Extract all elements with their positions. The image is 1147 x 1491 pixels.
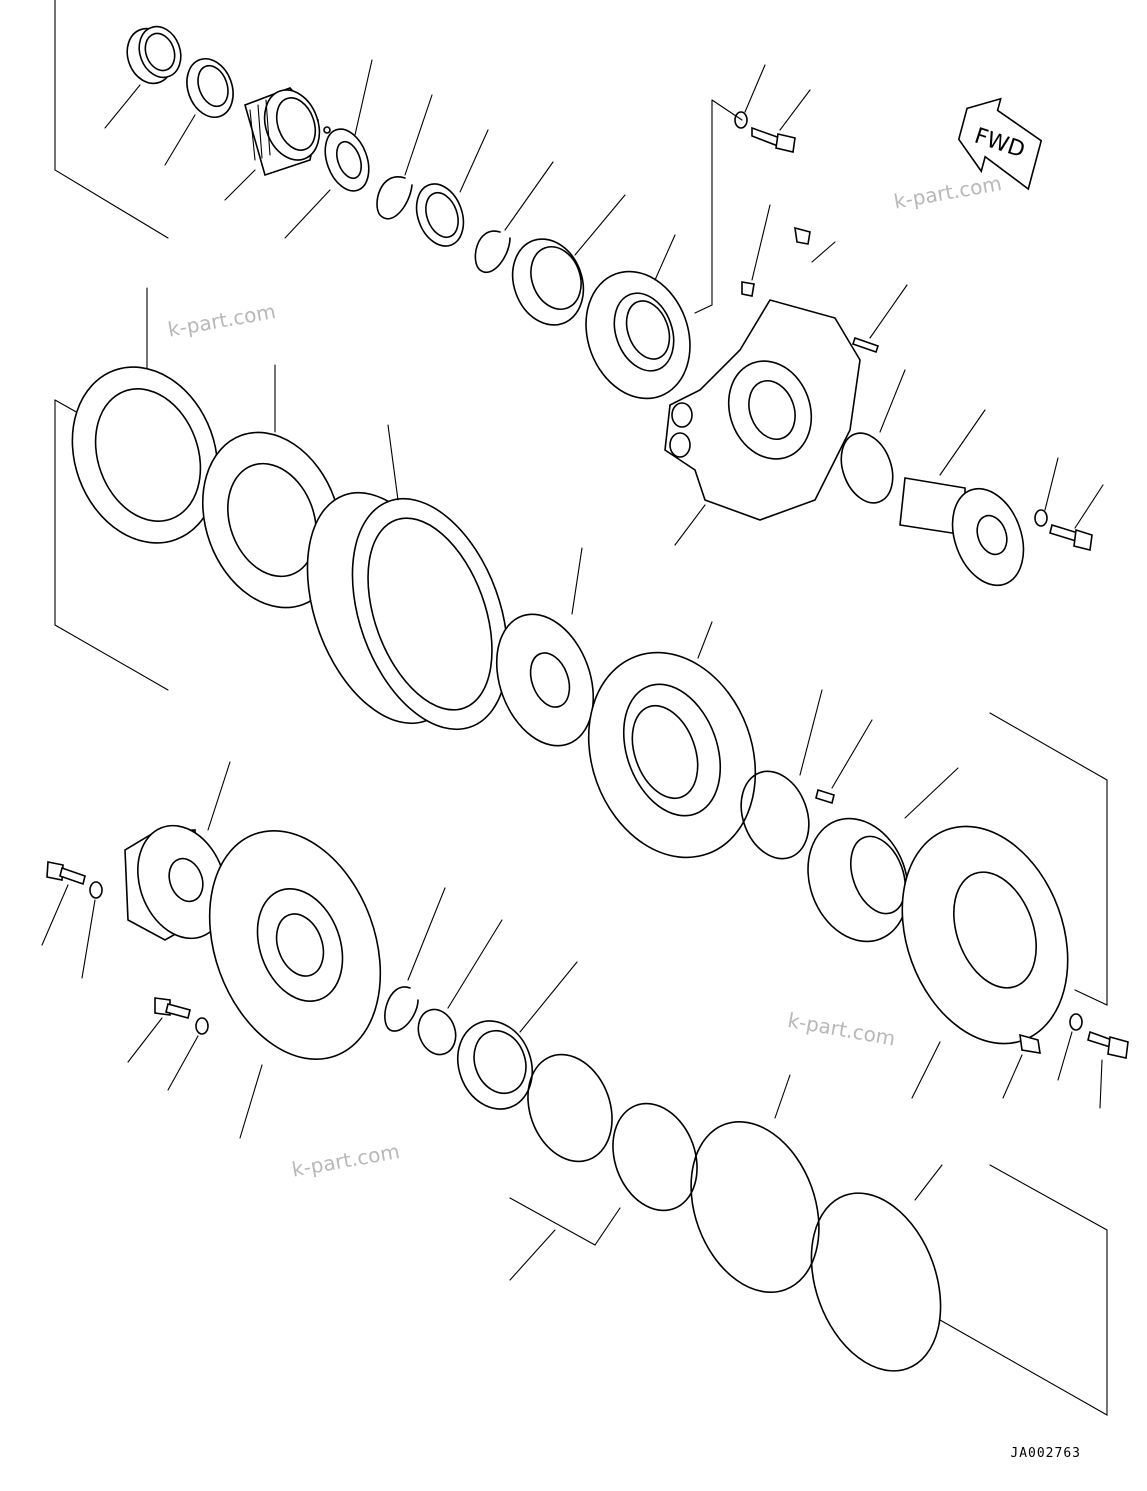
- o-ring-4: [810, 1164, 943, 1372]
- bearing-inner-race: [224, 87, 331, 201]
- o-ring-3: [690, 1074, 820, 1294]
- carrier-plate: [495, 547, 595, 747]
- plug-lower-right: [1002, 1033, 1041, 1099]
- washer-top: [734, 64, 766, 129]
- dowel-pin-lower: [815, 719, 873, 805]
- planetary-carrier: [124, 761, 231, 941]
- snap-ring-lower: [384, 887, 446, 1032]
- bolt-left: [41, 861, 86, 946]
- flange-carrier: [585, 234, 691, 400]
- floating-seal-large: [71, 287, 219, 544]
- washer-lower-left: [167, 1017, 209, 1091]
- washer-left: [81, 881, 103, 979]
- o-ring-1: [527, 1053, 613, 1163]
- bolt-top: [751, 89, 811, 153]
- snap-ring-2: [474, 161, 554, 273]
- bolt-lower-left: [127, 997, 191, 1063]
- o-ring-2: [612, 1102, 698, 1212]
- spindle-housing: [664, 299, 861, 546]
- bolt-lower-right: [1087, 1030, 1129, 1109]
- o-ring-small: [840, 369, 906, 504]
- bearing-cup: [104, 25, 182, 129]
- friction-disc: [201, 364, 343, 609]
- bolt-right: [1049, 484, 1104, 551]
- spacer-ring-lower: [417, 919, 503, 1056]
- shim-ring: [740, 689, 823, 860]
- final-drive-hub: [208, 829, 382, 1139]
- snap-ring-1: [376, 94, 433, 220]
- grease-fitting: [741, 204, 771, 297]
- dowel-pin-upper: [851, 284, 908, 354]
- bearing-cage: [164, 58, 234, 166]
- roller-bearing-upper: [511, 194, 626, 326]
- ring-gear-housing: [306, 424, 509, 731]
- plug: [794, 226, 836, 263]
- fwd-direction-arrow: FWD: [957, 97, 1043, 191]
- spline-coupling: [807, 767, 959, 943]
- spindle-shaft: [899, 409, 1025, 587]
- roller-bearing-lower: [457, 961, 578, 1110]
- washer-right: [1034, 457, 1059, 527]
- cover-right: [901, 825, 1069, 1099]
- washer-lower-right: [1057, 1013, 1083, 1081]
- lock-plate: [284, 59, 373, 239]
- retainer-ring: [415, 129, 489, 247]
- bracket-lines: [54, 0, 1108, 1416]
- sun-gear-hub: [587, 621, 757, 859]
- drawing-code: JA002763: [1010, 1446, 1081, 1461]
